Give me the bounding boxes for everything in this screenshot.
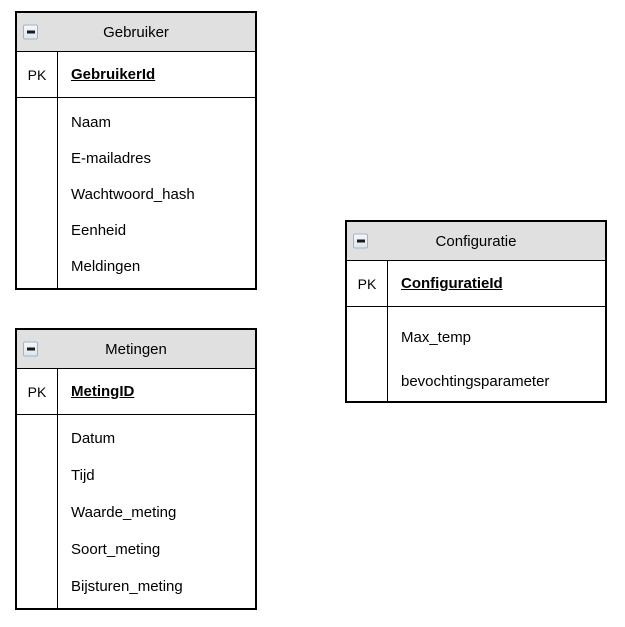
key-cell-empty: [17, 98, 58, 290]
attribute-label: Naam: [71, 113, 112, 131]
attribute-item: Waarde_meting: [58, 494, 255, 531]
attribute-label: Bijsturen_meting: [71, 578, 183, 595]
key-cell-empty: [347, 307, 388, 403]
primary-key-row: PK ConfiguratieId: [347, 261, 605, 307]
entity-body-configuratie: PK ConfiguratieId Max_temp bevochtingspa…: [347, 261, 605, 403]
collapse-minus-icon[interactable]: [23, 24, 38, 40]
primary-key-row: PK GebruikerId: [17, 52, 255, 98]
entity-metingen[interactable]: Metingen PK MetingID Datum Tijd Waarde_m…: [15, 328, 257, 610]
attribute-item: E-mailadres: [58, 140, 255, 176]
entity-title: Metingen: [105, 340, 167, 358]
entity-title: Gebruiker: [103, 23, 169, 41]
primary-key-cell: GebruikerId: [58, 52, 255, 97]
attribute-label: Wachtwoord_hash: [71, 185, 195, 203]
entity-gebruiker[interactable]: Gebruiker PK GebruikerId Naam E-mailadre…: [15, 11, 257, 290]
key-label: PK: [27, 66, 47, 83]
attribute-label: bevochtingsparameter: [401, 372, 550, 390]
attribute-item: Naam: [58, 104, 255, 140]
minus-glyph: [26, 347, 35, 351]
attribute-item: Wachtwoord_hash: [58, 176, 255, 212]
attribute-item: Max_temp: [388, 315, 605, 359]
entity-body-metingen: PK MetingID Datum Tijd Waarde_meting Soo…: [17, 369, 255, 610]
entity-body-gebruiker: PK GebruikerId Naam E-mailadres Wachtwoo…: [17, 52, 255, 290]
attribute-item: bevochtingsparameter: [388, 359, 605, 403]
attribute-item: Datum: [58, 420, 255, 457]
attribute-item: Bijsturen_meting: [58, 568, 255, 605]
attribute-label: Meldingen: [71, 257, 141, 275]
attributes-cell: Naam E-mailadres Wachtwoord_hash Eenheid…: [58, 98, 255, 290]
attribute-label: Datum: [71, 430, 116, 447]
collapse-minus-icon[interactable]: [353, 233, 368, 249]
minus-glyph: [356, 239, 365, 243]
key-cell: PK: [17, 52, 58, 97]
key-cell-empty: [17, 415, 58, 610]
attribute-list: Datum Tijd Waarde_meting Soort_meting Bi…: [58, 420, 255, 605]
key-cell: PK: [17, 369, 58, 414]
primary-key-cell: MetingID: [58, 369, 255, 414]
attribute-label: E-mailadres: [71, 149, 152, 167]
attribute-item: Tijd: [58, 457, 255, 494]
attribute-list: Naam E-mailadres Wachtwoord_hash Eenheid…: [58, 104, 255, 284]
entity-header-gebruiker: Gebruiker: [17, 13, 255, 52]
primary-key-row: PK MetingID: [17, 369, 255, 415]
attribute-label: Max_temp: [401, 328, 472, 346]
attribute-label: Soort_meting: [71, 541, 161, 558]
entity-title: Configuratie: [435, 232, 517, 250]
attribute-label: Waarde_meting: [71, 504, 177, 521]
entity-header-metingen: Metingen: [17, 330, 255, 369]
entity-configuratie[interactable]: Configuratie PK ConfiguratieId Max_temp …: [345, 220, 607, 403]
attribute-label: Eenheid: [71, 221, 127, 239]
collapse-minus-icon[interactable]: [23, 341, 38, 357]
key-label: PK: [357, 275, 377, 292]
attribute-item: Soort_meting: [58, 531, 255, 568]
attribute-list: Max_temp bevochtingsparameter: [388, 307, 605, 403]
key-cell: PK: [347, 261, 388, 306]
primary-key-name: GebruikerId: [71, 66, 156, 83]
attribute-item: Meldingen: [58, 248, 255, 284]
attributes-row: Max_temp bevochtingsparameter: [347, 307, 605, 403]
key-label: PK: [27, 383, 47, 400]
attribute-label: Tijd: [71, 467, 95, 484]
attribute-item: Eenheid: [58, 212, 255, 248]
attributes-row: Datum Tijd Waarde_meting Soort_meting Bi…: [17, 415, 255, 610]
attributes-row: Naam E-mailadres Wachtwoord_hash Eenheid…: [17, 98, 255, 290]
attributes-cell: Max_temp bevochtingsparameter: [388, 307, 605, 403]
minus-glyph: [26, 30, 35, 34]
primary-key-name: MetingID: [71, 383, 135, 400]
primary-key-name: ConfiguratieId: [401, 275, 503, 292]
entity-header-configuratie: Configuratie: [347, 222, 605, 261]
primary-key-cell: ConfiguratieId: [388, 261, 605, 306]
attributes-cell: Datum Tijd Waarde_meting Soort_meting Bi…: [58, 415, 255, 610]
